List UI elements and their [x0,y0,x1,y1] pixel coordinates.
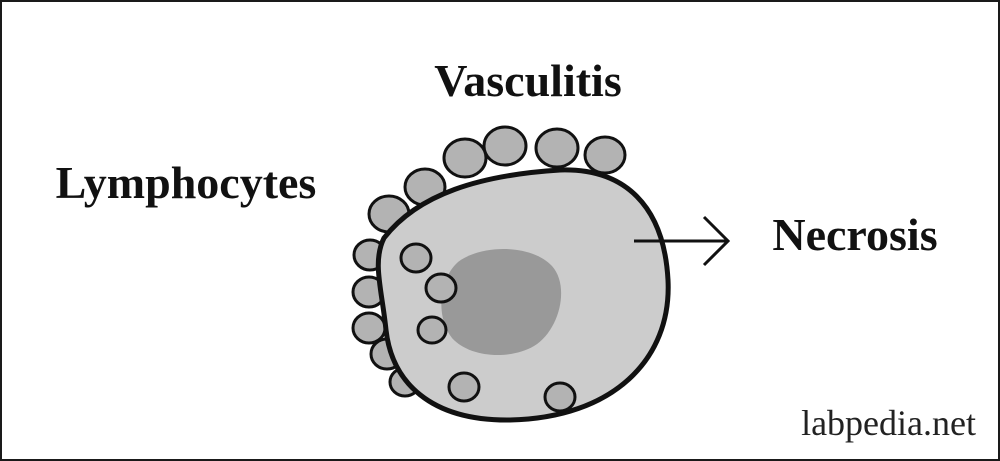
necrotic-core [441,248,562,356]
arrow-right-icon [634,215,731,267]
lymphocyte [442,137,488,179]
lymphocyte [543,381,577,413]
necrosis-label: Necrosis [772,209,937,260]
lymphocyte [416,315,448,345]
vasculitis-label: Vasculitis [434,55,621,106]
inner-lymphocyte-group [399,242,577,413]
watermark-text: labpedia.net [801,403,976,443]
lymphocyte [482,125,528,167]
lymphocyte [447,371,481,403]
outer-lymphocyte-group [351,125,627,398]
lymphocyte [399,242,433,274]
lymphocyte [534,127,580,169]
lymphocyte [424,272,458,304]
lymphocytes-label: Lymphocytes [56,157,317,208]
lymphocyte [583,135,627,175]
lymphocyte [351,311,387,345]
